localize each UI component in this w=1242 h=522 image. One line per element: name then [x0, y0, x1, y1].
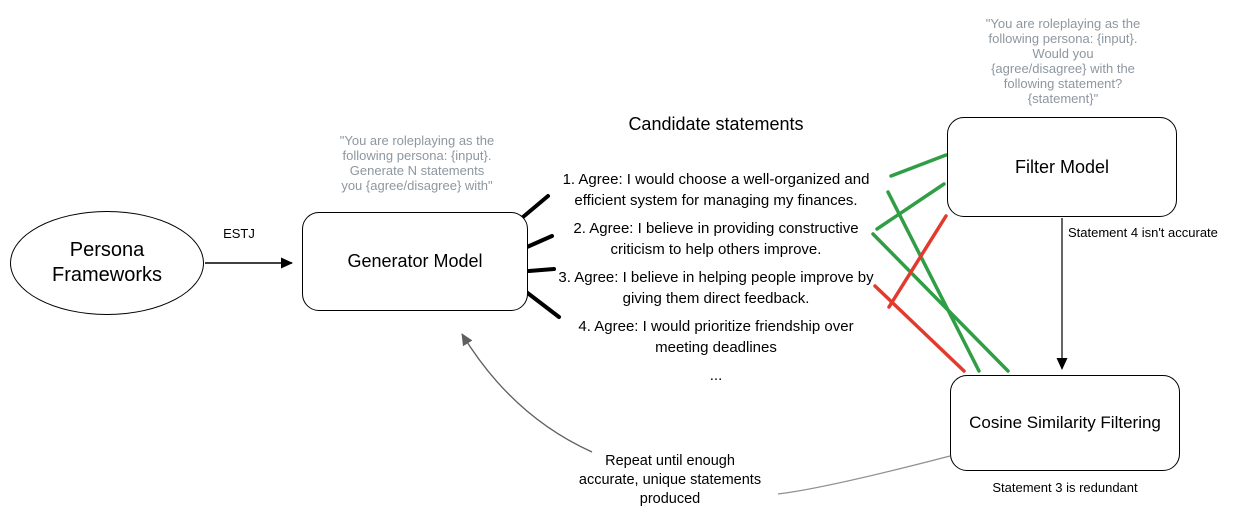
- statement2-to-cosine-link: [871, 232, 1010, 373]
- persona-frameworks-node: Persona Frameworks: [10, 211, 204, 315]
- cosine-similarity-filtering-node: Cosine Similarity Filtering: [950, 375, 1180, 471]
- generator-whisker-2: [525, 234, 554, 249]
- statement1-to-cosine-link: [886, 190, 981, 373]
- repeat-loop-note: Repeat until enough accurate, unique sta…: [578, 453, 762, 507]
- candidate-statement-2: 2. Agree: I believe in providing constru…: [573, 220, 859, 258]
- filter-model-node: Filter Model: [947, 117, 1177, 217]
- candidate-statements-title: Candidate statements: [628, 114, 804, 134]
- filter-model-label: Filter Model: [1014, 156, 1110, 177]
- cosine-similarity-filtering-label: Cosine Similarity Filtering: [969, 413, 1161, 432]
- estj-arrow-label: ESTJ: [223, 226, 255, 241]
- cosine-to-note-line: [777, 455, 951, 495]
- statement2-to-filter-link: [875, 182, 946, 231]
- generator-whisker-1: [521, 194, 550, 219]
- generator-model-node: Generator Model: [302, 212, 528, 311]
- candidate-statements-ellipsis: ...: [709, 367, 723, 384]
- persona-frameworks-label: Persona Frameworks: [51, 239, 162, 286]
- filter-prompt-text: "You are roleplaying as the following pe…: [985, 16, 1141, 106]
- candidate-statement-3: 3. Agree: I believe in helping people im…: [558, 269, 874, 307]
- candidate-statement-1: 1. Agree: I would choose a well-organize…: [562, 171, 870, 209]
- cosine-rejection-note: Statement 3 is redundant: [992, 480, 1138, 495]
- statement4-to-filter-link: [887, 214, 948, 309]
- generator-model-label: Generator Model: [347, 251, 483, 271]
- statement3-to-cosine-link: [873, 284, 966, 373]
- candidate-statement-4: 4. Agree: I would prioritize friendship …: [578, 318, 854, 356]
- candidate-statements-list: 1. Agree: I would choose a well-organize…: [540, 169, 892, 383]
- statement1-to-filter-link: [889, 153, 948, 178]
- generator-prompt-text: "You are roleplaying as the following pe…: [339, 133, 495, 193]
- generator-whisker-4: [523, 289, 561, 319]
- generator-whisker-3: [527, 267, 556, 273]
- filter-rejection-note: Statement 4 isn't accurate: [1068, 225, 1218, 240]
- repeat-to-generator-arrow: [461, 333, 593, 453]
